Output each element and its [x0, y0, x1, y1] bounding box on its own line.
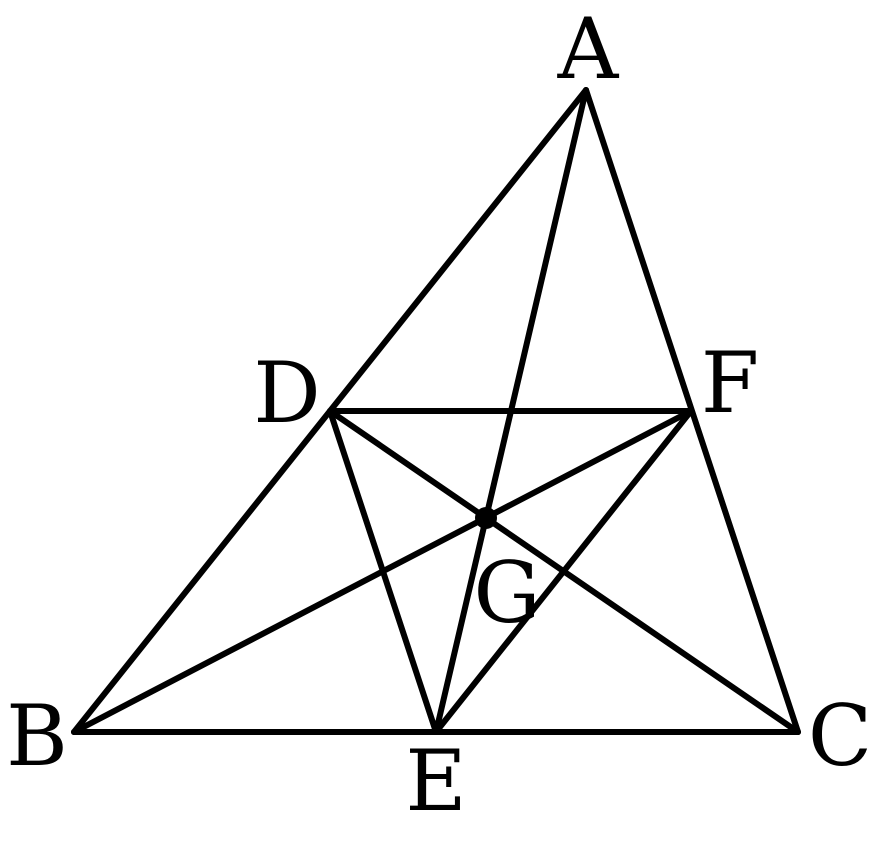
label-e: E — [405, 732, 466, 830]
label-d: D — [253, 344, 320, 442]
label-g: G — [473, 544, 540, 642]
median-ae — [433, 87, 589, 735]
label-b: B — [6, 687, 68, 785]
median-cd — [327, 408, 801, 735]
median-bf — [71, 408, 694, 735]
point-g-marker — [475, 507, 497, 529]
label-a: A — [557, 0, 620, 98]
label-f: F — [701, 334, 759, 432]
label-c: C — [808, 687, 872, 785]
